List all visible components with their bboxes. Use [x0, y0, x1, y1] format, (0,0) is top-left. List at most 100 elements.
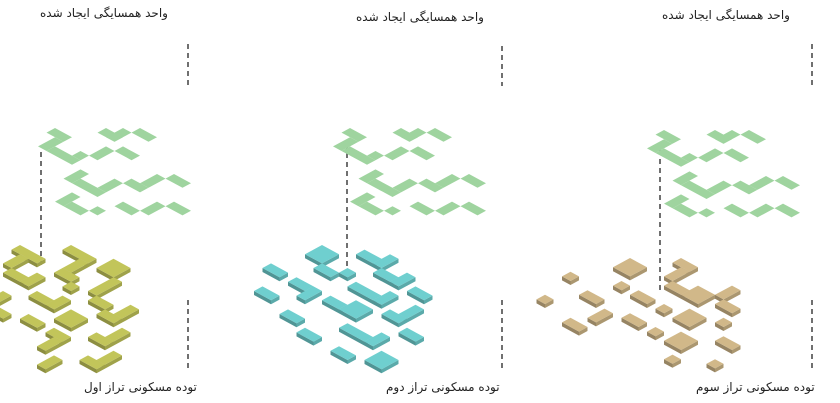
- panel-2-neighborhood-block: [358, 201, 384, 216]
- panel-2-bottom-label: توده مسکونی تراز دوم: [386, 380, 500, 394]
- panel-2-neighborhood-block: [341, 128, 367, 142]
- panel-1-neighborhood-block: [140, 174, 166, 188]
- panel-1-neighborhood-block: [165, 201, 191, 216]
- panel-2-mass-block: [313, 263, 339, 282]
- panel-2-neighborhood-block: [367, 178, 401, 197]
- panel-2-mass-block: [339, 300, 373, 323]
- panel-2-mass-block: [364, 350, 399, 374]
- panel-1-mass-block: [3, 254, 29, 272]
- panel-3-neighborhood-block: [749, 176, 775, 190]
- panel-3-mass-block: [655, 304, 673, 318]
- panel-3-mass-block: [613, 281, 630, 295]
- panel-3-mass-block: [536, 294, 554, 308]
- panel-2-mass-layer: [254, 245, 433, 374]
- panel-3-bottom-label: توده مسکونی تراز سوم: [696, 380, 815, 394]
- panel-1-neighborhood-block: [165, 174, 191, 188]
- panel-3-neighborhood-block: [698, 208, 715, 218]
- panel-1-neighborhood-block: [63, 169, 89, 184]
- panel-1-neighborhood-block: [46, 128, 72, 142]
- panel-1-mass-block: [79, 355, 105, 374]
- panel-1-mass-block: [54, 309, 88, 332]
- panel-3-neighborhood-layer: [647, 130, 800, 218]
- panel-1-mass-block: [20, 272, 46, 291]
- panel-2-mass-block: [296, 327, 322, 346]
- panel-2-mass-block: [262, 263, 288, 282]
- panel-3-mass-block: [664, 331, 698, 354]
- panel-2-mass-block: [279, 309, 305, 328]
- panel-2-mass-block: [254, 286, 280, 305]
- panel-1-top-label: واحد همسایگی ایجاد شده: [40, 6, 168, 20]
- panel-3-neighborhood-block: [672, 203, 698, 218]
- panel-2-neighborhood-layer: [333, 128, 486, 216]
- panel-3-neighborhood-block: [774, 176, 800, 190]
- panel-1-mass-block: [88, 332, 114, 351]
- panel-3-neighborhood-block: [732, 180, 758, 195]
- panel-2-neighborhood-block: [409, 146, 435, 161]
- panel-2-neighborhood-block: [409, 201, 435, 216]
- panel-3-mass-block: [587, 308, 613, 327]
- panel-3-neighborhood-block: [774, 203, 800, 218]
- panel-2-neighborhood-block: [401, 128, 427, 142]
- panel-3-top-label: واحد همسایگی ایجاد شده: [662, 8, 790, 22]
- panel-1-mass-block: [20, 314, 46, 332]
- panel-1-neighborhood-block: [38, 137, 64, 151]
- panel-3-neighborhood-block: [681, 180, 715, 199]
- panel-2-mass-block: [339, 268, 356, 282]
- panel-1-neighborhood-block: [63, 201, 89, 216]
- panel-3-neighborhood-block: [749, 203, 775, 218]
- panel-1-mass-block: [88, 277, 122, 300]
- panel-3-mass-block: [715, 285, 741, 304]
- panel-2-neighborhood-block: [435, 201, 461, 216]
- panel-1-neighborhood-block: [114, 201, 140, 216]
- panel-2-neighborhood-block: [418, 178, 444, 193]
- panel-1-mass-block: [0, 291, 12, 306]
- panel-1-neighborhood-block: [114, 146, 140, 161]
- panel-2-neighborhood-block: [367, 151, 384, 161]
- panel-3-mass-block: [647, 327, 664, 341]
- panel-3-neighborhood-block: [672, 171, 698, 186]
- panel-3-mass-block: [630, 290, 656, 308]
- panel-2-mass-block: [398, 327, 424, 346]
- panel-2-mass-block: [407, 286, 433, 305]
- panel-2-neighborhood-block: [350, 192, 376, 207]
- panel-3-mass-block: [579, 290, 605, 308]
- panel-1-neighborhood-block: [55, 192, 81, 207]
- panel-3-neighborhood-block: [706, 180, 732, 195]
- panel-3-mass-layer: [536, 258, 741, 373]
- panel-2-neighborhood-block: [333, 137, 359, 151]
- panel-3-neighborhood-block: [655, 148, 690, 167]
- panel-2-neighborhood-block: [384, 146, 410, 161]
- panel-2-neighborhood-block: [341, 146, 376, 165]
- panel-2-mass-block: [305, 245, 339, 268]
- panel-1-neighborhood-block: [131, 128, 157, 142]
- panel-3-mass-block: [664, 267, 690, 285]
- panel-1-mass-layer: [0, 245, 139, 374]
- panel-2-neighborhood-block: [384, 206, 401, 216]
- panel-1-mass-block: [45, 295, 71, 314]
- panel-3-mass-block: [715, 317, 732, 331]
- panel-2-neighborhood-block: [392, 178, 418, 193]
- panel-1-neighborhood-block: [89, 146, 115, 161]
- panel-1-neighborhood-block: [140, 201, 166, 216]
- panel-3-mass-block: [715, 336, 741, 354]
- panel-2-neighborhood-block: [460, 201, 486, 216]
- panel-2-mass-block: [381, 309, 407, 328]
- panel-3-neighborhood-block: [740, 130, 766, 144]
- panel-3-mass-block: [664, 354, 681, 368]
- panel-2-mass-block: [296, 286, 322, 305]
- panel-1-neighborhood-block: [123, 178, 149, 193]
- panel-2-mass-block: [390, 272, 416, 291]
- panel-3-mass-block: [681, 285, 715, 308]
- panel-3-neighborhood-block: [664, 194, 690, 209]
- panel-2-neighborhood-block: [435, 174, 461, 188]
- panel-1-neighborhood-layer: [38, 128, 191, 216]
- panel-1-neighborhood-block: [89, 206, 106, 216]
- panel-1-mass-block: [88, 295, 114, 314]
- panel-3-mass-block: [562, 271, 579, 285]
- panel-3-mass-block: [621, 313, 647, 331]
- panel-1-mass-block: [0, 307, 12, 323]
- panel-1-mass-block: [62, 281, 80, 295]
- panel-3-neighborhood-block: [698, 148, 724, 163]
